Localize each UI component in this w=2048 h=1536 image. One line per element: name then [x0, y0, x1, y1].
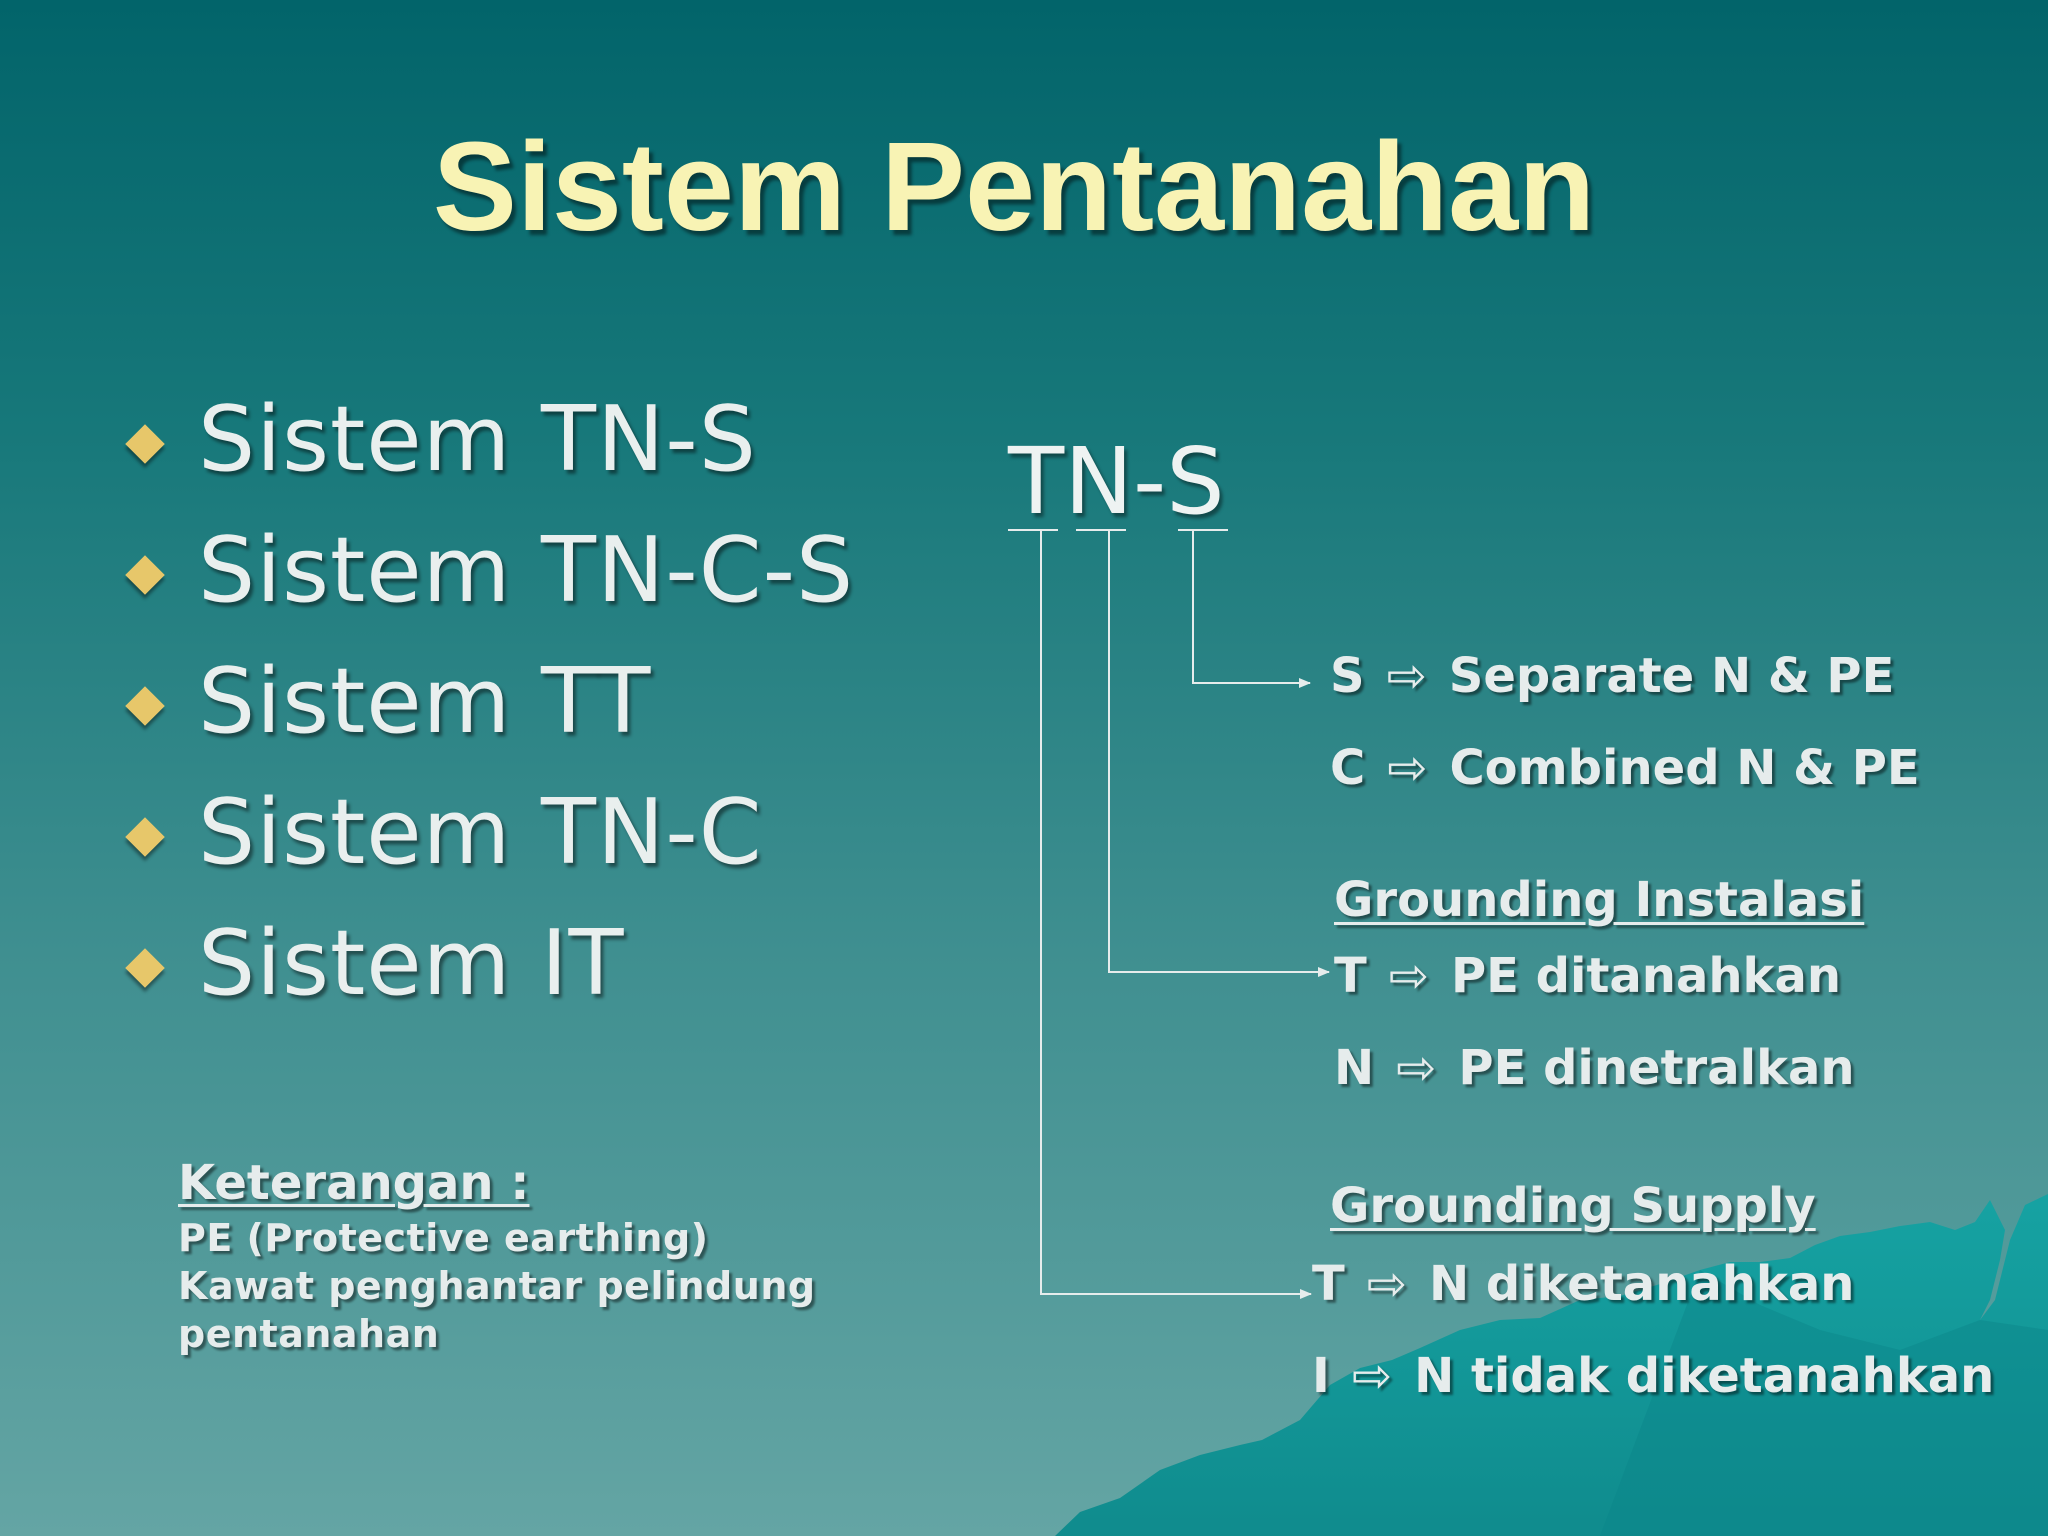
pe-ditanahkan-row: T⇨PE ditanahkan — [1334, 952, 1841, 1000]
row-letter: N — [1334, 1040, 1375, 1096]
row-letter: T — [1334, 948, 1367, 1004]
row-desc: Combined N & PE — [1449, 740, 1920, 796]
n-tidak-diketanahkan-row: I⇨N tidak diketanahkan — [1312, 1352, 1994, 1400]
row-desc: N diketanahkan — [1428, 1256, 1855, 1312]
row-letter: T — [1312, 1256, 1345, 1312]
arrow-icon: ⇨ — [1366, 1256, 1407, 1312]
row-desc: Separate N & PE — [1448, 648, 1895, 704]
arrow-icon: ⇨ — [1386, 648, 1427, 704]
row-desc: PE dinetralkan — [1458, 1040, 1855, 1096]
slide-title: Sistem Pentanahan — [432, 116, 1596, 257]
row-desc: N tidak diketanahkan — [1414, 1348, 1995, 1404]
note-box: Keterangan : PE (Protective earthing) Ka… — [178, 1158, 816, 1358]
bullet-text: Sistem TN-S — [198, 387, 757, 492]
bullet-list: Sistem TN-S Sistem TN-C-S Sistem TT Sist… — [126, 374, 854, 1029]
note-title: Keterangan : — [178, 1155, 530, 1211]
arrow-icon: ⇨ — [1387, 740, 1428, 796]
note-line: pentanahan — [178, 1312, 440, 1357]
bullet-text: Sistem TN-C-S — [198, 518, 855, 623]
connector-letter3 — [1192, 530, 1311, 688]
pe-dinetralkan-row: N⇨PE dinetralkan — [1334, 1044, 1855, 1092]
bullet-text: Sistem IT — [198, 911, 625, 1016]
n-diketanahkan-row: T⇨N diketanahkan — [1312, 1260, 1854, 1308]
combined-row: C⇨Combined N & PE — [1330, 744, 1920, 792]
bullet-item: Sistem TN-C-S — [126, 505, 854, 636]
bullet-text: Sistem TT — [198, 649, 652, 754]
row-letter: C — [1330, 740, 1366, 796]
arrow-icon: ⇨ — [1396, 1040, 1437, 1096]
connector-letter1 — [1040, 530, 1312, 1299]
connector-letter2 — [1108, 530, 1330, 977]
bullet-item: Sistem TN-C — [126, 767, 854, 898]
bullet-item: Sistem TN-S — [126, 374, 854, 505]
tn-s-code: TN-S — [1008, 428, 1225, 535]
bullet-item: Sistem IT — [126, 898, 854, 1029]
row-letter: S — [1330, 648, 1365, 704]
bullet-text: Sistem TN-C — [198, 780, 763, 885]
note-line: Kawat penghantar pelindung — [178, 1264, 816, 1309]
note-line: PE (Protective earthing) — [178, 1216, 709, 1261]
arrow-icon: ⇨ — [1388, 948, 1429, 1004]
grounding-instalasi-heading: Grounding Instalasi — [1334, 872, 1865, 928]
bullet-item: Sistem TT — [126, 636, 854, 767]
row-desc: PE ditanahkan — [1450, 948, 1842, 1004]
row-letter: I — [1312, 1348, 1330, 1404]
grounding-supply-heading: Grounding Supply — [1330, 1178, 1816, 1234]
separate-row: S⇨Separate N & PE — [1330, 652, 1894, 700]
arrow-icon: ⇨ — [1351, 1348, 1393, 1404]
